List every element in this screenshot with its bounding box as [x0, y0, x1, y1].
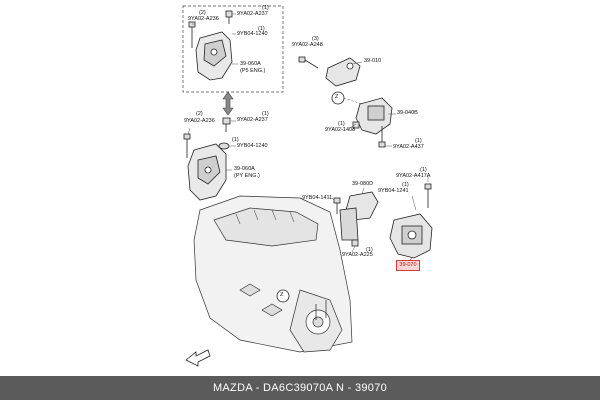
part-label-9ya02-a236-mid: 9YA02-A236 — [184, 118, 215, 124]
bracket-39060a-p5 — [195, 31, 233, 81]
qty-label: (1) — [262, 111, 269, 117]
part-label-39060a-mid: 39-060A — [234, 166, 255, 172]
engine-block — [193, 195, 353, 353]
double-arrow — [222, 91, 234, 116]
mount-39-070 — [389, 213, 433, 259]
bolt-9ya02-a248 — [298, 56, 319, 69]
nut-9ya02-a225 — [351, 239, 359, 247]
bolt-mid-right — [222, 117, 231, 132]
part-label-39-010: 39-010 — [364, 58, 382, 64]
z-marker-label: Z — [280, 292, 284, 298]
inset-box — [182, 5, 284, 93]
z-marker-label: Z — [335, 94, 339, 100]
qty-label: (2) — [196, 111, 203, 117]
part-label-9yb04-1240-mid: 9YB04-1240 — [237, 143, 268, 149]
bolt-top-left — [188, 21, 196, 48]
part-label-9ya02-a437: 9YA02-A437 — [393, 144, 424, 150]
nut-9ya02-1408 — [352, 121, 360, 129]
bracket-39060a-py — [187, 143, 227, 201]
bolt-top-right — [225, 10, 233, 24]
z-marker-bottom — [276, 289, 290, 303]
qty-label: (2) — [199, 10, 206, 16]
front-arrow-icon — [185, 349, 211, 367]
part-label-9ya02-a248: 9YA02-A248 — [292, 42, 323, 48]
qty-label: (1) — [402, 182, 409, 188]
part-label-39-040b: 39-040B — [397, 110, 418, 116]
bracket-39-080d — [339, 191, 379, 241]
qty-label: (3) — [312, 36, 319, 42]
bolt-9yb04-1411 — [333, 197, 341, 214]
part-label-39060a-top-sub: (P5 ENG.) — [240, 68, 266, 74]
part-label-9ya02-a236-top: 9YA02-A236 — [188, 16, 219, 22]
qty-label: (1) — [415, 138, 422, 144]
part-label-9yb04-1240-top: 9YB04-1240 — [237, 31, 268, 37]
bolt-9ya02-a417a — [424, 183, 432, 208]
qty-label: (1) — [258, 26, 265, 32]
part-label-9yb04-1241: 9YB04-1241 — [378, 188, 409, 194]
qty-label: (1) — [262, 5, 269, 11]
qty-label: (1) — [366, 247, 373, 253]
part-label-9ya02-a417a: 9YA02-A417A — [396, 173, 431, 179]
part-label-9ya02-1408: 9YA02-1408 — [325, 127, 356, 133]
part-label-39-070-highlighted[interactable]: 39-070 — [396, 260, 420, 271]
part-label-9yb04-1411: 9YB04-1411 — [302, 195, 333, 201]
engine-mount-exploded-view — [182, 5, 433, 367]
bolt-mid-left — [183, 133, 191, 158]
qty-label: (1) — [420, 167, 427, 173]
part-label-9ya02-a237-top: 9YA02-A237 — [237, 11, 268, 17]
part-label-9ya02-a225: 9YA02-A225 — [342, 252, 373, 258]
leader-lines — [187, 13, 429, 253]
part-label-39-080d: 39-080D — [352, 181, 374, 187]
part-number-caption: MAZDA - DA6C39070A N - 39070 — [212, 382, 388, 394]
part-label-39060a-mid-sub: (PY ENG.) — [234, 173, 260, 179]
part-label-9ya02-a237-mid: 9YA02-A237 — [237, 117, 268, 123]
bolt-9ya02-a437 — [378, 126, 386, 148]
qty-label: (1) — [232, 137, 239, 143]
mount-39-010 — [325, 57, 361, 87]
part-label-39060a-top: 39-060A — [240, 61, 261, 67]
qty-label: (1) — [338, 121, 345, 127]
footer-bar: MAZDA - DA6C39070A N - 39070 — [0, 376, 600, 400]
mount-39-040b — [355, 97, 393, 135]
